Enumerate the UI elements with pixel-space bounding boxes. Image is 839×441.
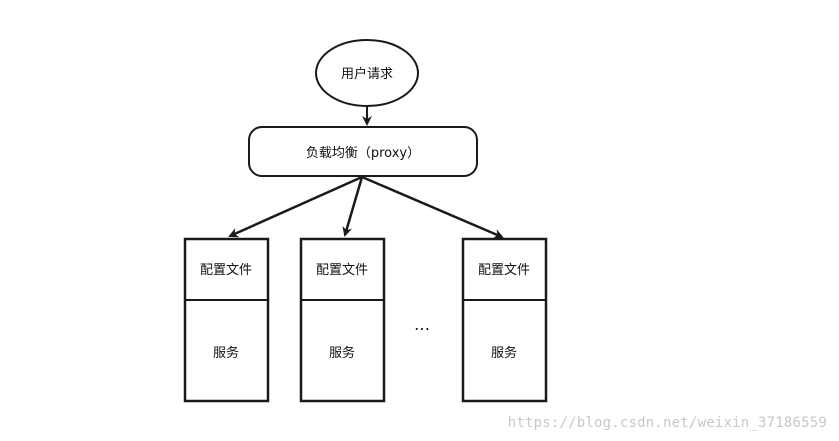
load-balancer-node: 负载均衡（proxy） bbox=[248, 126, 478, 177]
server-2-config-label: 配置文件 bbox=[316, 263, 368, 278]
server-1-box bbox=[183, 237, 270, 403]
watermark-url: https://blog.csdn.net/weixin_37186559 bbox=[507, 415, 827, 431]
server-3-config-label: 配置文件 bbox=[478, 263, 530, 278]
server-node-3: 配置文件 服务 bbox=[461, 237, 548, 403]
server-1-service-label: 服务 bbox=[213, 345, 239, 361]
user-request-label: 用户请求 bbox=[341, 66, 393, 82]
load-balancer-box bbox=[248, 126, 478, 177]
server-1-config-label: 配置文件 bbox=[200, 263, 252, 278]
server-node-2: 配置文件 服务 bbox=[299, 237, 386, 403]
arrow-proxy-to-server-1 bbox=[228, 175, 363, 238]
user-request-node: 用户请求 bbox=[315, 39, 419, 107]
server-node-1: 配置文件 服务 bbox=[183, 237, 270, 403]
server-3-service-label: 服务 bbox=[491, 345, 517, 361]
more-servers-ellipsis: … bbox=[414, 315, 432, 334]
server-2-service-label: 服务 bbox=[329, 345, 355, 361]
server-3-box bbox=[461, 237, 548, 403]
arrow-proxy-to-server-3 bbox=[361, 175, 504, 239]
arrow-proxy-to-server-2 bbox=[342, 176, 364, 237]
load-balancer-label: 负载均衡（proxy） bbox=[306, 146, 420, 161]
server-2-box bbox=[299, 237, 386, 403]
